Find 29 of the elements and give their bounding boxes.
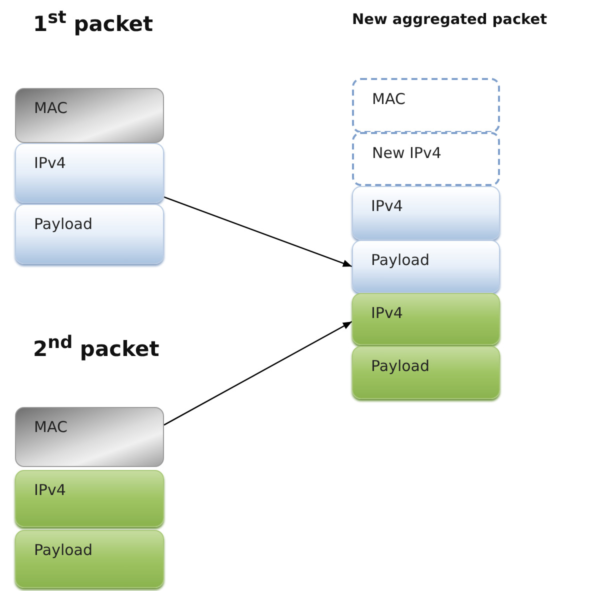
field-label: Payload — [371, 357, 430, 375]
packet-field-box — [15, 530, 164, 588]
packet-field-box — [352, 186, 500, 240]
field-label: MAC — [34, 418, 68, 436]
packet-field-box — [15, 143, 164, 203]
field-label: IPv4 — [371, 304, 403, 322]
packet-title: 2$^{nd}$ packet — [33, 333, 160, 361]
field-label: Payload — [371, 251, 430, 269]
field-label: MAC — [34, 99, 68, 117]
packet-field-box — [352, 346, 500, 399]
field-label: Payload — [34, 541, 92, 559]
placeholder-field-box — [352, 132, 500, 186]
field-label: IPv4 — [34, 481, 66, 499]
packet-field-box — [352, 240, 500, 293]
field-label: New IPv4 — [372, 144, 442, 162]
arrow — [164, 196, 352, 268]
field-label: Payload — [34, 215, 92, 233]
packet-field-box — [15, 470, 164, 527]
arrow — [164, 321, 352, 426]
packet-title: 1$^{st}$ packet — [33, 8, 154, 36]
packet-field-box — [15, 88, 164, 143]
field-label: IPv4 — [371, 197, 403, 215]
packet-field-box — [352, 293, 500, 345]
packet-title: New aggregated packet — [352, 12, 548, 28]
placeholder-field-box — [352, 78, 500, 133]
packet-field-box — [15, 204, 164, 264]
field-label: IPv4 — [34, 154, 66, 172]
field-label: MAC — [372, 90, 406, 108]
packet-field-box — [15, 407, 164, 467]
